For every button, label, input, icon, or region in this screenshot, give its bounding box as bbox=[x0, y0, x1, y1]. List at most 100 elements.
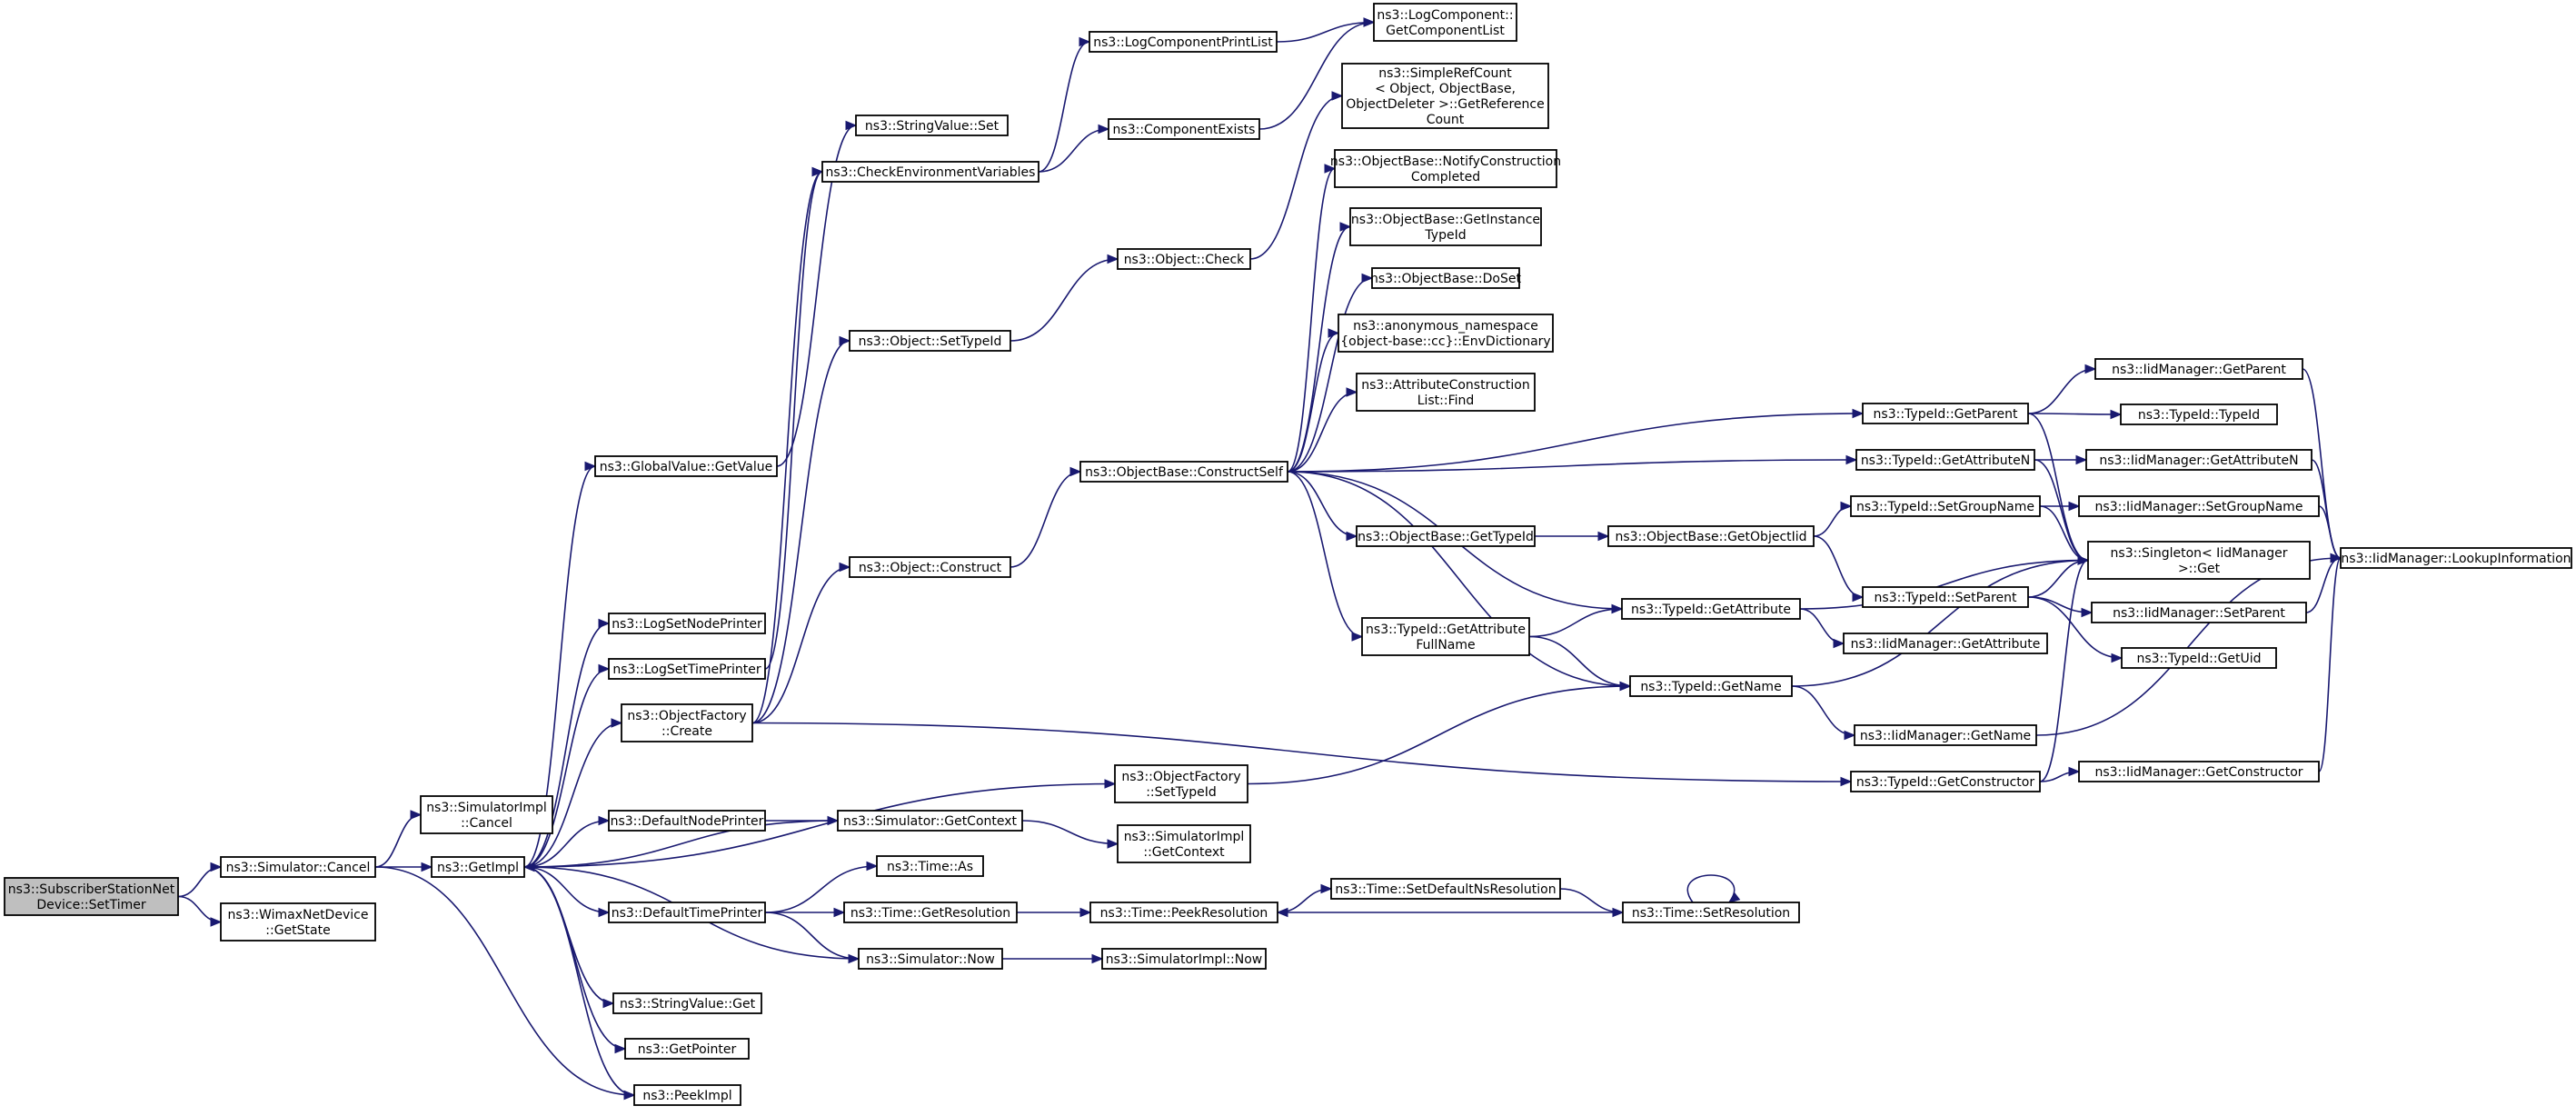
node-notifyConstruction[interactable]: ns3::ObjectBase::NotifyConstructionCompl… bbox=[1330, 149, 1561, 188]
edge-getObjectIid-to-typeIdSetParent bbox=[1813, 535, 1864, 598]
node-globalGetValue[interactable]: ns3::GlobalValue::GetValue bbox=[594, 455, 778, 477]
node-label-line: ns3::TypeId::GetConstructor bbox=[1856, 775, 2034, 790]
node-doSet[interactable]: ns3::ObjectBase::DoSet bbox=[1370, 267, 1521, 289]
edge-getImpl-to-objFactoryCreate bbox=[523, 722, 622, 868]
node-box bbox=[2091, 602, 2307, 623]
node-box bbox=[1373, 3, 1517, 42]
node-typeIdGetAttributeN[interactable]: ns3::TypeId::GetAttributeN bbox=[1855, 449, 2035, 471]
node-box bbox=[4, 877, 179, 916]
node-logSetTimePrinter[interactable]: ns3::LogSetTimePrinter bbox=[608, 658, 766, 680]
node-typeIdGetName[interactable]: ns3::TypeId::GetName bbox=[1629, 675, 1793, 697]
node-simImplNow[interactable]: ns3::SimulatorImpl::Now bbox=[1101, 948, 1267, 970]
edge-getObjectIid-to-typeIdSetParent-arrowhead bbox=[1852, 592, 1865, 603]
node-box bbox=[420, 795, 553, 834]
edge-logCompPrintList-to-logCompGetList bbox=[1276, 21, 1375, 43]
node-wimaxGetState[interactable]: ns3::WimaxNetDevice::GetState bbox=[220, 902, 376, 942]
node-box bbox=[594, 455, 778, 477]
node-box bbox=[2340, 547, 2572, 569]
node-peekImpl[interactable]: ns3::PeekImpl bbox=[633, 1084, 741, 1106]
node-iidSetParent[interactable]: ns3::IidManager::SetParent bbox=[2091, 602, 2307, 623]
node-timeGetResolution[interactable]: ns3::Time::GetResolution bbox=[843, 902, 1018, 923]
node-simGetContext[interactable]: ns3::Simulator::GetContext bbox=[837, 810, 1023, 832]
node-timeSetResolution[interactable]: ns3::Time::SetResolution bbox=[1622, 902, 1800, 923]
node-typeIdSetGroupName[interactable]: ns3::TypeId::SetGroupName bbox=[1850, 495, 2041, 517]
node-label-line: FullName bbox=[1416, 638, 1475, 653]
node-iidGetParent[interactable]: ns3::IidManager::GetParent bbox=[2094, 358, 2303, 380]
node-typeIdGetParent[interactable]: ns3::TypeId::GetParent bbox=[1862, 403, 2029, 424]
node-box bbox=[1621, 598, 1801, 620]
node-box bbox=[608, 658, 766, 680]
node-box bbox=[1850, 495, 2041, 517]
node-envDictionary[interactable]: ns3::anonymous_namespace{object-base::cc… bbox=[1338, 314, 1554, 353]
edge-objCheck-to-simpleRefCount bbox=[1249, 95, 1343, 260]
node-label-line: ns3::TypeId::GetUid bbox=[2136, 652, 2261, 666]
node-defaultNodePrinter[interactable]: ns3::DefaultNodePrinter bbox=[608, 810, 766, 832]
edge-constructSelf-to-attrConstructionFind bbox=[1287, 391, 1358, 473]
node-iidSetGroupName[interactable]: ns3::IidManager::SetGroupName bbox=[2078, 495, 2320, 517]
node-simImplCancel[interactable]: ns3::SimulatorImpl::Cancel bbox=[420, 795, 553, 834]
node-objSetTypeId[interactable]: ns3::Object::SetTypeId bbox=[849, 330, 1011, 352]
edge-getImpl-to-logSetTimePrinter-arrowhead bbox=[598, 663, 611, 674]
node-iidGetAttribute[interactable]: ns3::IidManager::GetAttribute bbox=[1843, 633, 2048, 654]
edge-constructSelf-to-typeIdGetName bbox=[1287, 471, 1631, 687]
node-constructSelf[interactable]: ns3::ObjectBase::ConstructSelf bbox=[1079, 461, 1288, 483]
node-timePeekResolution[interactable]: ns3::Time::PeekResolution bbox=[1089, 902, 1278, 923]
edge-typeIdGetAttributeN-to-singletonGet bbox=[2034, 459, 2089, 562]
edge-objFactoryCreate-to-objSetTypeId-arrowhead bbox=[839, 335, 851, 346]
node-getImpl[interactable]: ns3::GetImpl bbox=[431, 856, 525, 878]
node-label-line: ns3::TypeId::TypeId bbox=[2138, 408, 2260, 423]
node-box bbox=[1854, 724, 2037, 746]
edge-typeIdGetAttribute-to-iidGetAttribute-arrowhead bbox=[1833, 638, 1845, 649]
node-iidGetAttributeN[interactable]: ns3::IidManager::GetAttributeN bbox=[2085, 449, 2312, 471]
edge-constructSelf-to-doSet-arrowhead bbox=[1361, 273, 1374, 284]
edge-constructSelf-to-typeIdGetParent bbox=[1287, 413, 1864, 473]
node-singletonGet[interactable]: ns3::Singleton< IidManager >::Get bbox=[2087, 541, 2311, 580]
node-box bbox=[1850, 771, 2041, 792]
node-simNow[interactable]: ns3::Simulator::Now bbox=[858, 948, 1003, 970]
node-logCompPrintList[interactable]: ns3::LogComponentPrintList bbox=[1089, 31, 1278, 53]
edge-typeIdGetConstructor-to-iidGetConstructor-arrowhead bbox=[2068, 766, 2081, 777]
node-getObjectIid[interactable]: ns3::ObjectBase::GetObjectIid bbox=[1607, 525, 1815, 547]
node-stringValueSet[interactable]: ns3::StringValue::Set bbox=[855, 115, 1009, 136]
node-objConstruct[interactable]: ns3::Object::Construct bbox=[849, 556, 1011, 578]
edge-checkEnv-to-componentExists bbox=[1038, 128, 1109, 173]
node-setDefaultNsRes[interactable]: ns3::Time::SetDefaultNsResolution bbox=[1330, 878, 1561, 900]
node-typeIdGetUid[interactable]: ns3::TypeId::GetUid bbox=[2121, 647, 2277, 669]
edge-objCheck-to-simpleRefCount-arrowhead bbox=[1331, 91, 1344, 101]
node-stringValueGet[interactable]: ns3::StringValue::Get bbox=[612, 992, 762, 1014]
node-setTimer[interactable]: ns3::SubscriberStationNetDevice::SetTime… bbox=[4, 877, 179, 916]
node-objFactorySetTypeId[interactable]: ns3::ObjectFactory::SetTypeId bbox=[1114, 764, 1248, 803]
node-checkEnv[interactable]: ns3::CheckEnvironmentVariables bbox=[821, 161, 1039, 183]
node-typeIdTypeId[interactable]: ns3::TypeId::TypeId bbox=[2120, 404, 2278, 425]
node-simImplGetContext[interactable]: ns3::SimulatorImpl::GetContext bbox=[1117, 824, 1251, 863]
node-timeAs[interactable]: ns3::Time::As bbox=[876, 855, 984, 877]
node-getPointer[interactable]: ns3::GetPointer bbox=[624, 1038, 750, 1060]
node-typeIdGetAttribute[interactable]: ns3::TypeId::GetAttribute bbox=[1621, 598, 1801, 620]
node-iidGetConstructor[interactable]: ns3::IidManager::GetConstructor bbox=[2078, 761, 2320, 782]
node-objCheck[interactable]: ns3::Object::Check bbox=[1117, 248, 1251, 270]
node-label-line: ns3::LogComponentPrintList bbox=[1093, 35, 1273, 50]
node-iidLookupInformation[interactable]: ns3::IidManager::LookupInformation bbox=[2340, 547, 2572, 569]
node-objFactoryCreate[interactable]: ns3::ObjectFactory::Create bbox=[621, 703, 753, 742]
node-objBaseGetTypeId[interactable]: ns3::ObjectBase::GetTypeId bbox=[1356, 525, 1536, 547]
node-label-line: ns3::TypeId::GetAttributeN bbox=[1861, 453, 2030, 468]
edge-getImpl-to-logSetTimePrinter bbox=[523, 668, 610, 868]
node-simCancel[interactable]: ns3::Simulator::Cancel bbox=[220, 856, 376, 878]
edge-simCancel-to-simImplCancel bbox=[374, 813, 422, 868]
edge-getImpl-to-defaultTimePrinter-arrowhead bbox=[598, 907, 611, 918]
node-box bbox=[1101, 948, 1267, 970]
node-defaultTimePrinter[interactable]: ns3::DefaultTimePrinter bbox=[608, 902, 766, 923]
node-logSetNodePrinter[interactable]: ns3::LogSetNodePrinter bbox=[608, 613, 766, 634]
edge-iidSetParent-to-iidLookupInformation bbox=[2305, 557, 2342, 613]
node-typeIdGetConstructor[interactable]: ns3::TypeId::GetConstructor bbox=[1850, 771, 2041, 792]
node-componentExists[interactable]: ns3::ComponentExists bbox=[1108, 118, 1260, 140]
node-label-line: ns3::TypeId::GetName bbox=[1640, 680, 1781, 694]
node-simpleRefCount[interactable]: ns3::SimpleRefCount< Object, ObjectBase,… bbox=[1341, 63, 1549, 129]
node-label-line: ns3::LogComponent:: bbox=[1377, 8, 1513, 23]
node-typeIdSetParent[interactable]: ns3::TypeId::SetParent bbox=[1862, 586, 2029, 608]
node-logCompGetList[interactable]: ns3::LogComponent::GetComponentList bbox=[1373, 3, 1517, 42]
node-iidGetName[interactable]: ns3::IidManager::GetName bbox=[1854, 724, 2037, 746]
